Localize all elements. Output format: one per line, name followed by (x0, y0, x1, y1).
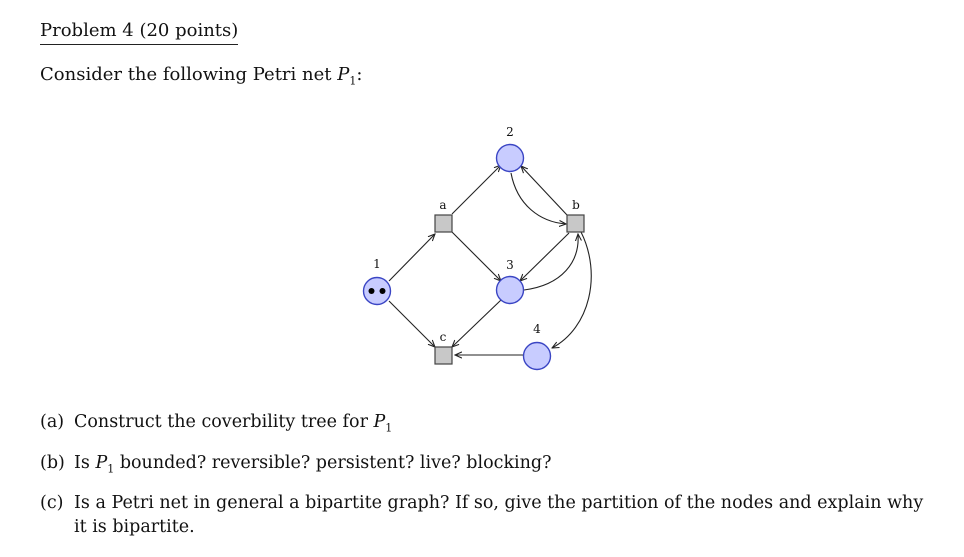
problem-intro: Consider the following Petri net P1: (40, 64, 362, 88)
question-text: Is P1 bounded? reversible? persistent? l… (74, 452, 552, 476)
transition-label-a: a (439, 198, 446, 212)
question-a: (a) Construct the coverbility tree for P… (40, 410, 940, 441)
question-text: Construct the coverbility tree for P1 (74, 412, 393, 435)
question-c: (c) Is a Petri net in general a bipartit… (40, 491, 940, 539)
question-b: (b) Is P1 bounded? reversible? persisten… (40, 451, 940, 482)
place-label-1: 1 (373, 257, 381, 271)
arc-b-2 (521, 166, 568, 216)
token-2 (379, 288, 386, 294)
place-1 (362, 276, 392, 306)
question-label: (b) (40, 452, 65, 473)
arc-b-3 (520, 232, 570, 281)
question-label: (a) (40, 412, 65, 432)
transition-label-c: c (440, 330, 447, 344)
arc-b-4 (552, 231, 592, 348)
transition-a (434, 214, 453, 233)
intro-symbol: P (337, 64, 350, 85)
intro-text: Consider the following Petri net (40, 64, 338, 85)
transition-c (434, 346, 453, 365)
question-label: (c) (40, 493, 64, 513)
arc-3-c (452, 299, 502, 347)
intro-subscript: 1 (349, 74, 357, 88)
intro-suffix: : (356, 64, 363, 85)
transition-label-b: b (572, 198, 580, 212)
place-4 (522, 341, 552, 371)
place-3 (495, 275, 525, 305)
arc-a-2 (451, 165, 501, 215)
question-list: (a) Construct the coverbility tree for P… (40, 410, 940, 549)
arc-a-3 (451, 231, 501, 281)
place-2 (495, 143, 525, 173)
arc-1-c (388, 300, 435, 347)
place-label-4: 4 (533, 322, 541, 336)
question-text: Is a Petri net in general a bipartite gr… (74, 493, 924, 537)
arc-3-b (523, 234, 578, 291)
place-label-2: 2 (506, 125, 514, 139)
place-label-3: 3 (506, 258, 514, 272)
arc-2-b (510, 172, 566, 224)
problem-heading: Problem 4 (20 points) (40, 20, 239, 45)
transition-b (566, 214, 585, 233)
arc-1-a (388, 234, 435, 282)
token-1 (368, 288, 375, 294)
